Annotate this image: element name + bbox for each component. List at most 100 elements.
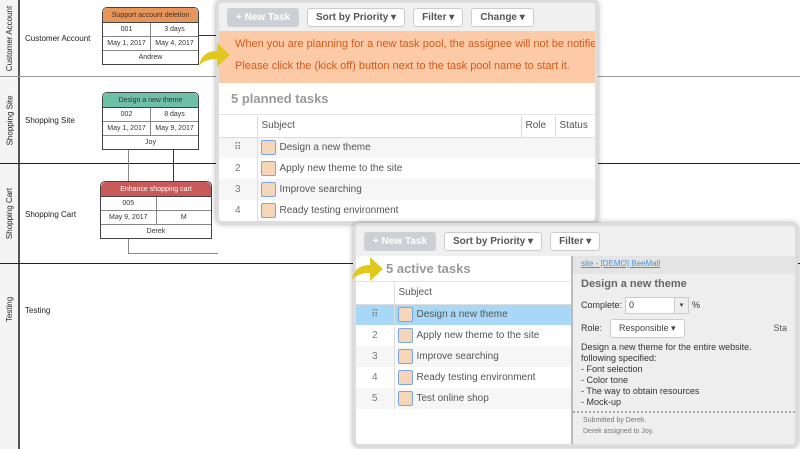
connector (173, 148, 174, 181)
task-subject: Improve searching (279, 184, 362, 196)
avatar (397, 328, 413, 343)
task-detail-panel: site - [DEMO] BeeMall Design a new theme… (571, 256, 795, 444)
lane-label: Shopping Site (5, 95, 15, 145)
complete-label: Complete: (581, 300, 623, 310)
table-row[interactable]: 5 Test online shop (356, 388, 571, 409)
task-description: Design a new theme for the entire websit… (581, 342, 787, 408)
task-subject: Design a new theme (279, 142, 371, 154)
node-start: May 9, 2017 (101, 211, 157, 224)
task-subject: Ready testing environment (279, 205, 399, 217)
chevron-down-icon[interactable]: ▾ (674, 297, 689, 313)
node-duration: 8 days (164, 111, 185, 118)
column-status[interactable]: Status (555, 115, 595, 138)
table-row[interactable]: ⠿ Design a new theme (356, 304, 571, 325)
description-line: - Color tone (581, 375, 629, 385)
node-assignee: Derek (146, 228, 166, 235)
callout-arrow-icon (352, 257, 383, 281)
lane-label: Testing (5, 296, 15, 322)
description-line: - Font selection (581, 364, 643, 374)
node-title: Enhance shopping cart (101, 182, 211, 197)
activity-log: Submitted by Derek. Derek assigned to Jo… (573, 411, 795, 439)
new-task-button[interactable]: + New Task (364, 231, 437, 251)
notice-line: Please click the (kick off) button next … (235, 60, 570, 72)
drag-handle-icon[interactable]: ⠿ (219, 137, 258, 158)
status-label: Sta (773, 323, 787, 333)
lane-name: Testing (25, 306, 51, 315)
avatar (260, 203, 276, 218)
drag-handle-icon[interactable]: ⠿ (356, 304, 395, 325)
detail-title: Design a new theme (581, 278, 687, 290)
planned-toolbar: + New Task Sort by Priority ▾ Filter ▾ C… (219, 3, 595, 31)
row-number: 2 (356, 325, 395, 346)
planned-count: 5 planned tasks (219, 83, 595, 115)
node-end: M (180, 214, 187, 221)
node-id: 005 (101, 197, 157, 210)
sort-by-priority-button[interactable]: Sort by Priority ▾ (307, 7, 406, 27)
filter-button[interactable]: Filter ▾ (550, 231, 601, 251)
description-line: - The way to obtain resources (581, 386, 700, 396)
node-end: May 4, 2017 (155, 40, 194, 47)
node-id: 001 (103, 23, 151, 36)
table-row[interactable]: 4 Ready testing environment (219, 200, 595, 221)
row-number: 4 (219, 200, 258, 221)
lane-name: Customer Account (25, 34, 91, 43)
role-dropdown[interactable]: Responsible ▾ (610, 318, 685, 338)
lane-name: Shopping Cart (25, 210, 77, 219)
description-line: - Mock-up (581, 397, 622, 407)
change-button[interactable]: Change ▾ (471, 7, 534, 27)
column-role[interactable]: Role (521, 115, 556, 138)
row-number: 3 (356, 346, 395, 367)
table-row[interactable]: 3 Improve searching (219, 179, 595, 200)
node-end: May 9, 2017 (155, 125, 194, 132)
role-label: Role: (581, 323, 603, 333)
complete-input[interactable]: 0▾ (625, 296, 690, 314)
task-subject: Apply new theme to the site (279, 163, 403, 175)
active-tasks-window: + New Task Sort by Priority ▾ Filter ▾ 5… (353, 223, 798, 447)
planning-notice: When you are planning for a new task poo… (219, 31, 595, 83)
lane-label: Shopping Cart (5, 187, 15, 240)
complete-value: 0 (629, 299, 635, 310)
row-number: 5 (356, 388, 395, 409)
node-assignee: Joy (145, 139, 156, 146)
task-node-enhance-shopping-cart[interactable]: Enhance shopping cart 005 May 9, 2017 M D… (100, 181, 212, 239)
avatar (397, 307, 413, 323)
lane-header-testing: Testing (0, 264, 20, 354)
task-subject: Test online shop (416, 393, 489, 405)
node-start: May 1, 2017 (103, 122, 151, 135)
new-task-button[interactable]: + New Task (227, 7, 300, 27)
avatar (397, 349, 413, 364)
lane-header-shopping-cart: Shopping Cart (0, 164, 20, 263)
lane-name: Shopping Site (25, 116, 75, 125)
node-assignee: Andrew (138, 54, 163, 61)
log-entry: Submitted by Derek. (583, 417, 647, 424)
log-entry: Derek assigned to Joy. (583, 428, 654, 435)
avatar (260, 140, 276, 156)
task-subject: Design a new theme (416, 309, 508, 321)
task-node-support-account-deletion[interactable]: Support account deletion 001 3 days May 1… (102, 7, 199, 65)
filter-button[interactable]: Filter ▾ (413, 7, 464, 27)
lane-header-customer-account: Customer Account (0, 0, 20, 76)
percent-sign: % (692, 300, 701, 310)
connector (128, 253, 218, 254)
breadcrumb-link[interactable]: site - [DEMO] BeeMall (573, 256, 795, 274)
column-subject[interactable]: Subject (257, 115, 522, 138)
task-node-design-a-new-theme[interactable]: Design a new theme 002 8 days May 1, 2017… (102, 92, 199, 150)
table-row[interactable]: ⠿ Design a new theme (219, 137, 595, 158)
node-title: Support account deletion (103, 8, 198, 23)
lane-header-column (0, 0, 20, 449)
node-duration (157, 197, 212, 210)
avatar (260, 161, 276, 176)
row-number: 3 (219, 179, 258, 200)
node-duration: 3 days (164, 26, 185, 33)
node-title: Design a new theme (103, 93, 198, 108)
sort-by-priority-button[interactable]: Sort by Priority ▾ (444, 231, 543, 251)
node-id: 002 (103, 108, 151, 121)
column-subject[interactable]: Subject (394, 282, 571, 305)
node-start: May 1, 2017 (103, 37, 151, 50)
